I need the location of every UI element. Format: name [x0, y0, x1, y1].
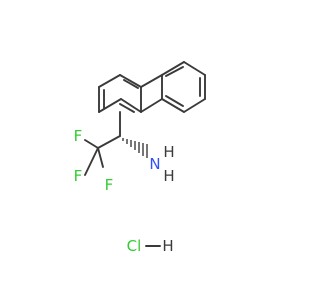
bond-ring-12 [161, 98, 185, 113]
fluorine-label-3: F [105, 176, 114, 194]
bond-cf3-f1 [84, 139, 99, 149]
bond-ring-5 [119, 74, 142, 88]
bond-ring-11 [183, 98, 206, 113]
bond-chiral-to-cf3 [97, 135, 121, 149]
structure-canvas: F F F H N H Cl H [73, 61, 206, 255]
bond-ring-double-2 [123, 79, 139, 89]
fluorine-label-2: F [74, 167, 83, 185]
bond-ring-7 [140, 74, 163, 88]
bond-cf3-f3 [97, 147, 104, 168]
bond-ring-4 [98, 74, 121, 88]
hashed-wedge-bond [122, 138, 148, 158]
naphthalene-ring [98, 61, 206, 113]
bond-ring-9 [183, 61, 206, 76]
nitrogen-label: N [149, 155, 160, 173]
salt-hydrogen-label: H [162, 237, 173, 255]
bond-ring-2 [98, 98, 122, 113]
bond-ring-double-6 [165, 95, 184, 107]
amine-h-label-bottom: H [163, 167, 174, 185]
bond-ring-1 [120, 98, 142, 113]
fluorine-label-1: F [74, 127, 83, 145]
bond-ring-8 [161, 61, 185, 76]
chloride-label: Cl [127, 237, 142, 255]
molecule-diagram: F F F H N H Cl H [74, 61, 206, 255]
amine-h-label-top: H [163, 143, 174, 161]
bond-ring-14 [140, 98, 163, 113]
bond-cf3-f2 [84, 147, 99, 176]
hcl-salt: Cl H [127, 237, 174, 255]
bond-ring-double-3 [119, 103, 135, 113]
bond-ring-double-4 [165, 66, 184, 77]
